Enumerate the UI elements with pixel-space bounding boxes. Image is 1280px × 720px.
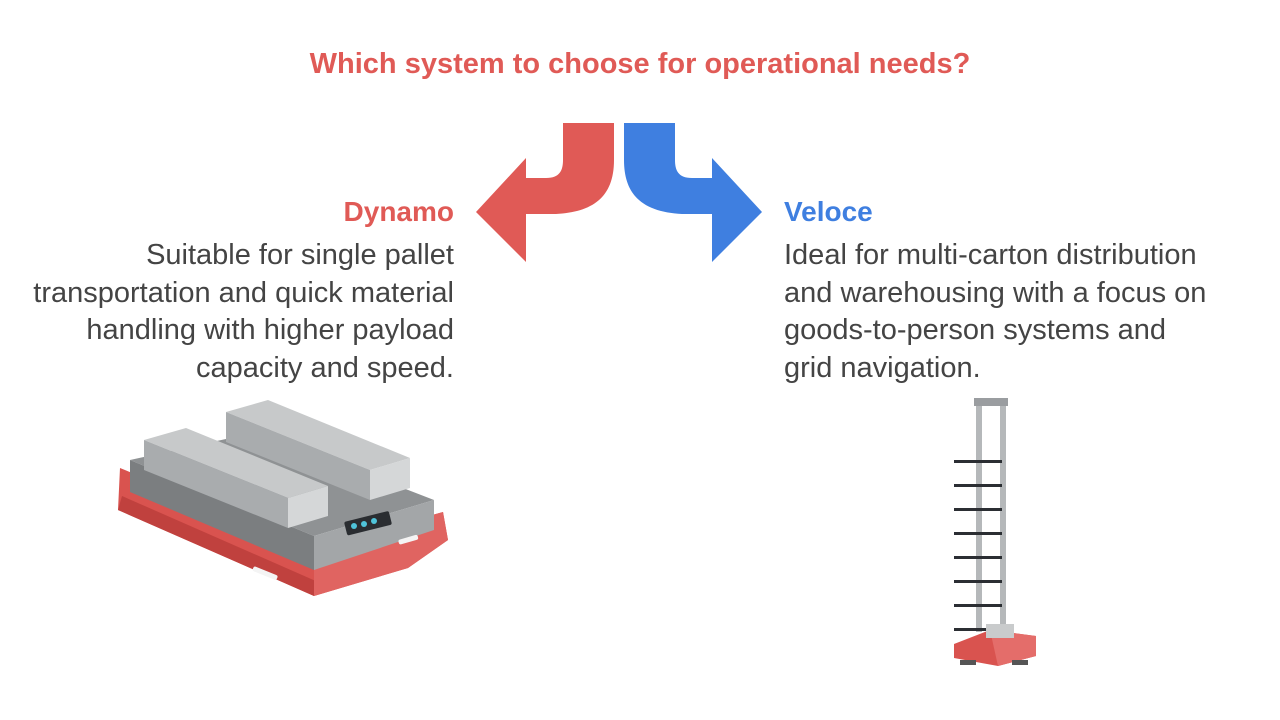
page-title: Which system to choose for operational n…: [309, 48, 971, 80]
option-dynamo-title: Dynamo: [343, 196, 454, 227]
curved-arrow-right-icon: [624, 123, 762, 262]
option-veloce-description: Ideal for multi-carton distribution and …: [784, 239, 1207, 384]
pallet-robot-image: [118, 400, 448, 596]
tower-robot-image: [954, 398, 1036, 666]
option-dynamo-description: Suitable for single pallet transportatio…: [33, 239, 454, 384]
option-veloce-title: Veloce: [784, 196, 873, 227]
curved-arrow-left-icon: [476, 123, 614, 262]
